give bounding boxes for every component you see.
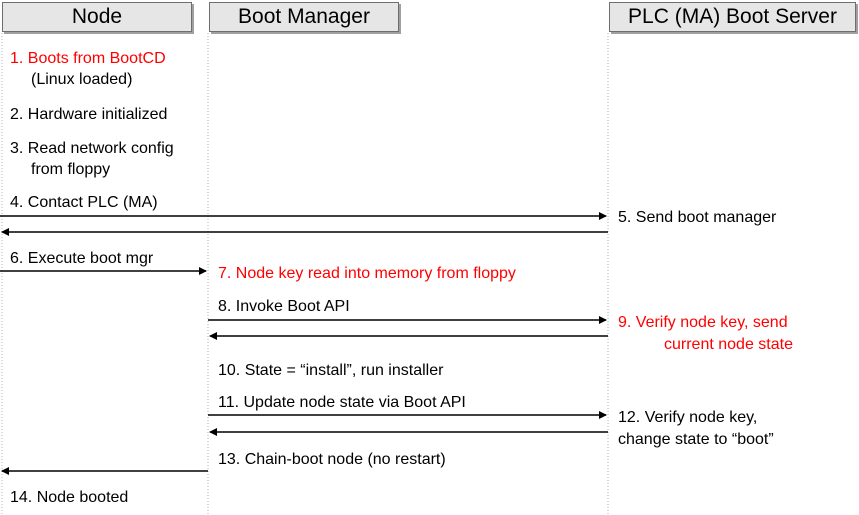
step-8-label: 8. Invoke Boot API [218,298,350,315]
step-9-sublabel: current node state [664,336,793,353]
step-2-label: 2. Hardware initialized [10,106,168,123]
step-10-label: 10. State = “install”, run installer [218,362,444,379]
step-4-label: 4. Contact PLC (MA) [10,194,158,211]
step-12-sublabel: change state to “boot” [618,431,774,448]
header-node: Node [2,2,192,32]
step-7-label: 7. Node key read into memory from floppy [218,265,516,282]
step-6-label: 6. Execute boot mgr [10,250,154,267]
step-3-sublabel: from floppy [31,161,111,178]
step-11-label: 11. Update node state via Boot API [218,394,466,411]
step-1-label: 1. Boots from BootCD [10,50,166,67]
step-12-label: 12. Verify node key, [618,409,758,426]
step-5-label: 5. Send boot manager [618,209,777,226]
step-3-label: 3. Read network config [10,140,174,157]
step-1-sublabel: (Linux loaded) [31,71,133,88]
step-13-label: 13. Chain-boot node (no restart) [218,451,446,468]
header-boot-manager: Boot Manager [209,2,399,32]
step-9-label: 9. Verify node key, send [618,314,788,331]
header-boot-server: PLC (MA) Boot Server [609,2,856,32]
step-14-label: 14. Node booted [10,489,129,506]
